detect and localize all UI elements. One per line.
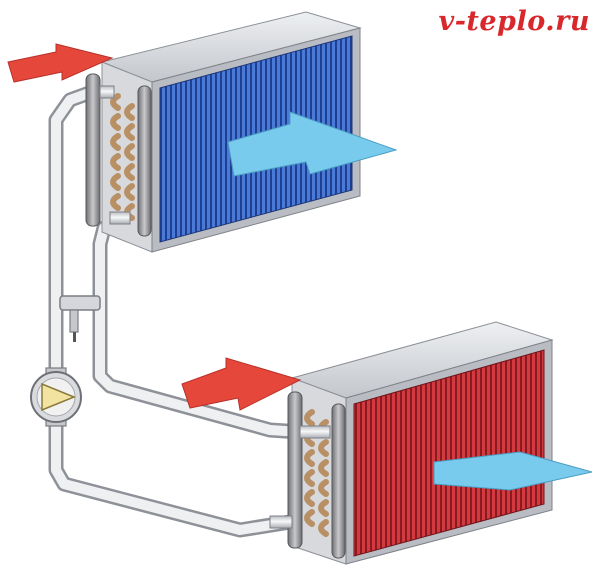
valve-stem bbox=[69, 309, 79, 333]
hot-fins bbox=[353, 349, 545, 557]
three-way-valve bbox=[59, 295, 101, 342]
site-watermark: v-teplo.ru bbox=[438, 6, 590, 37]
cold-air-in-arrow bbox=[181, 357, 302, 411]
inlet-header bbox=[85, 73, 101, 227]
circulation-pump bbox=[30, 367, 82, 427]
inlet-header bbox=[287, 391, 303, 549]
valve-icon bbox=[73, 332, 76, 342]
air-flow-arrows bbox=[7, 43, 593, 491]
supply-air-heat-exchanger bbox=[269, 321, 554, 565]
valve-body bbox=[59, 295, 101, 311]
heated-air-out-arrow bbox=[433, 451, 593, 491]
warm-air-in-arrow bbox=[7, 43, 114, 83]
outlet-header bbox=[331, 403, 346, 559]
cooled-air-out-arrow bbox=[227, 111, 398, 177]
pump-icon bbox=[41, 382, 76, 412]
outlet-header bbox=[137, 85, 152, 237]
u-bends bbox=[110, 93, 135, 221]
